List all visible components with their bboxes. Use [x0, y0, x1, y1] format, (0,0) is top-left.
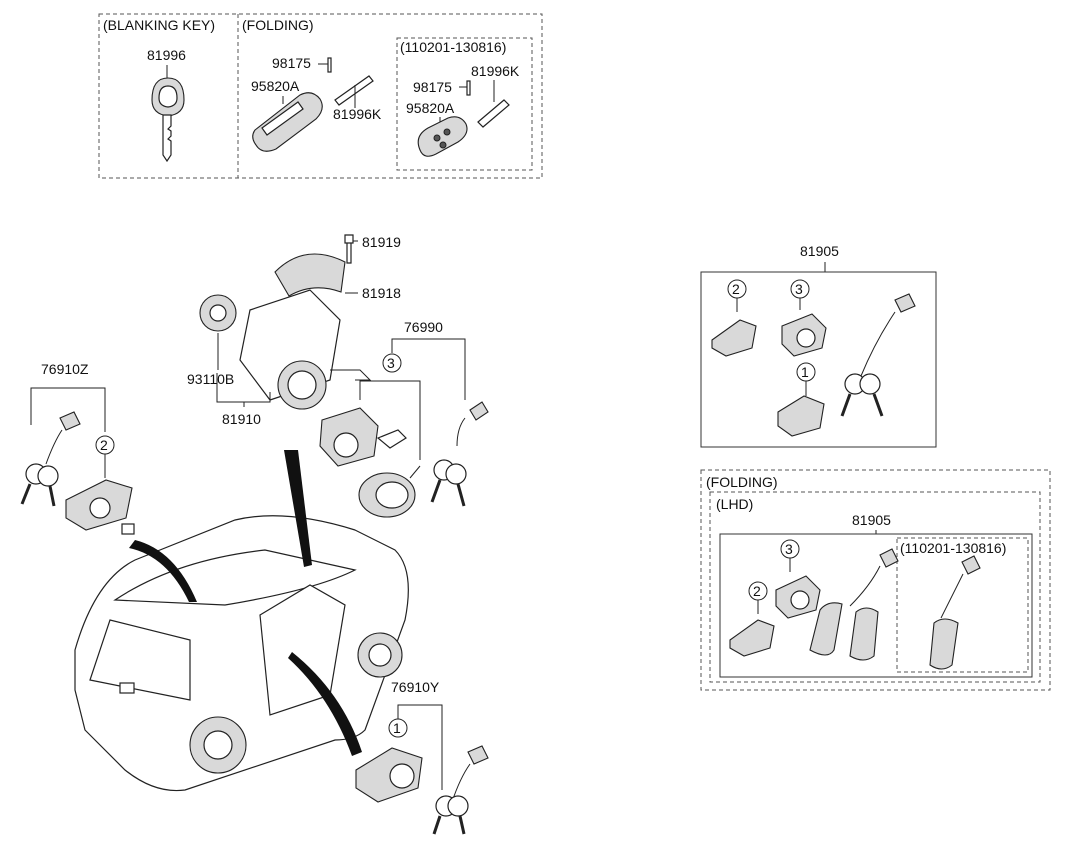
sub-pin-icon — [466, 80, 471, 96]
set-key-pair-icon — [840, 293, 916, 417]
shroud-cover-icon — [274, 253, 346, 297]
set-81905-section: 81905 2 3 1 — [700, 243, 937, 448]
set-tailgate-lock-icon — [711, 319, 757, 357]
folding-callout-3: 3 — [785, 541, 793, 557]
part-93110B-label: 93110B — [187, 371, 234, 387]
lhd-label: (LHD) — [716, 496, 753, 512]
sub-part-81996K-label: 81996K — [471, 63, 520, 79]
set-callout-2: 2 — [732, 281, 740, 297]
door-lock-cylinder-icon — [319, 407, 407, 467]
part-76910Z-label: 76910Z — [41, 361, 89, 377]
folding-part-81905-label: 81905 — [852, 512, 891, 528]
folding-top-sub-title: (110201-130816) — [400, 39, 506, 55]
blanking-key-icon — [151, 77, 185, 163]
kit-76990-section: 76990 3 — [319, 319, 489, 518]
set-callout-1: 1 — [801, 364, 809, 380]
key-pair-icon — [430, 401, 489, 507]
key-pair-y-icon — [432, 745, 489, 835]
ignition-ring-icon — [358, 465, 421, 518]
sub-part-98175-label: 98175 — [413, 79, 452, 95]
pin-icon — [327, 57, 332, 73]
sub-part-95820A-label: 95820A — [406, 100, 455, 116]
part-98175-label: 98175 — [272, 55, 311, 71]
callout-3-icon — [382, 353, 402, 373]
folding-sub-remote-key-icon — [929, 555, 981, 670]
sub-remote-key-icon — [417, 116, 468, 157]
set-callout-3: 3 — [795, 281, 803, 297]
set-ignition-cylinder-icon — [781, 313, 827, 357]
kit-76910Y-section: 76910Y 1 — [355, 679, 489, 835]
sub-key-blade-icon — [477, 99, 510, 128]
folding-bottom-section: (FOLDING) (LHD) 81905 (110201-130816) 3 … — [700, 469, 1051, 691]
arrow-door-icon — [288, 652, 362, 756]
lock-assembly-section: 81919 81918 93110B 81910 — [187, 234, 401, 427]
key-pair-z-icon — [20, 411, 81, 507]
folding-ignition-cylinder-icon — [775, 575, 821, 619]
callout-3-label: 3 — [387, 355, 395, 371]
part-76990-label: 76990 — [404, 319, 443, 335]
part-81996K-label: 81996K — [333, 106, 382, 122]
arrow-tailgate-icon — [129, 540, 197, 602]
lhd-frame — [709, 491, 1041, 683]
part-95820A-label: 95820A — [251, 78, 300, 94]
folding-bottom-sub-title: (110201-130816) — [900, 540, 1006, 556]
driver-door-lock-icon — [355, 747, 423, 803]
top-dashed-frame — [98, 13, 543, 179]
callout-2-label: 2 — [100, 437, 108, 453]
folding-remote-keys-icon — [809, 548, 899, 661]
tailgate-lock-icon — [65, 479, 135, 535]
car-illustration — [74, 515, 409, 792]
blanking-key-title: (BLANKING KEY) — [103, 17, 215, 33]
folding-set-frame — [719, 533, 1033, 678]
ignition-lock-body-icon — [199, 289, 372, 410]
callout-1-icon — [388, 718, 408, 738]
callout-1-label: 1 — [393, 720, 401, 736]
kit-76910Z-section: 76910Z 2 — [20, 361, 135, 535]
part-81910-label: 81910 — [222, 411, 261, 427]
folding-bottom-title: (FOLDING) — [706, 474, 778, 490]
folding-top-title: (FOLDING) — [242, 17, 314, 33]
bolt-icon — [344, 234, 354, 264]
folding-bottom-frame — [700, 469, 1051, 691]
folding-top-section: (FOLDING) 98175 95820A 81996K (110201-13… — [242, 17, 533, 171]
key-blade-icon — [334, 75, 374, 106]
folding-bottom-sub-frame — [896, 537, 1029, 673]
folding-callout-2: 2 — [753, 583, 761, 599]
set-81905-frame — [700, 271, 937, 448]
set-door-lock-icon — [777, 395, 825, 437]
part-76910Y-label: 76910Y — [391, 679, 440, 695]
blanking-key-section: (BLANKING KEY) 81996 — [98, 13, 543, 179]
part-81919-label: 81919 — [362, 234, 401, 250]
part-81905-label: 81905 — [800, 243, 839, 259]
part-81996-label: 81996 — [147, 47, 186, 63]
arrow-ignition-icon — [284, 450, 312, 567]
part-81918-label: 81918 — [362, 285, 401, 301]
folding-tailgate-lock-icon — [729, 619, 775, 657]
folding-key-fob-icon — [252, 92, 323, 152]
